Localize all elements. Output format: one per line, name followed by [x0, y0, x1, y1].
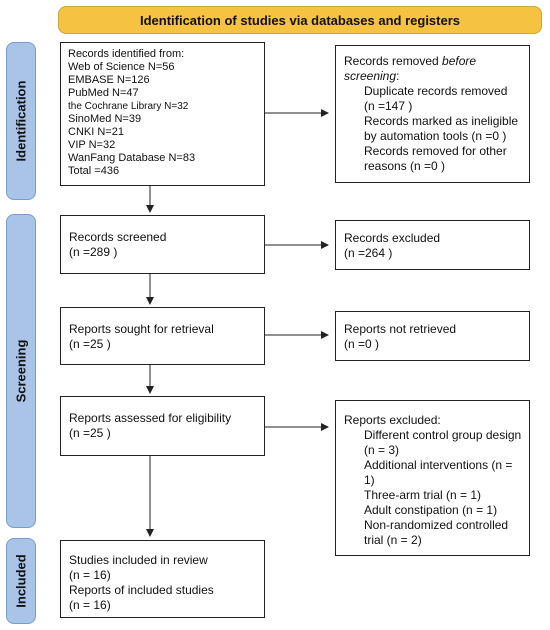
- source-cnki: CNKI N=21: [68, 126, 124, 138]
- removed-duplicate: Duplicate records removed: [364, 84, 508, 98]
- source-cochrane: the Cochrane Library N=32: [68, 101, 189, 112]
- sought-label: Reports sought for retrieval: [69, 322, 214, 336]
- reason-additional-interventions: Additional interventions (n =: [364, 458, 513, 472]
- source-vip: VIP N=32: [68, 139, 116, 151]
- reason-non-randomized-n: trial (n = 2): [364, 533, 422, 547]
- included-studies-n: (n = 16): [69, 568, 111, 582]
- records-identified-box: Records identified from: Web of Science …: [60, 42, 265, 186]
- phase-screening: Screening: [6, 214, 36, 528]
- included-reports-n: (n = 16): [69, 598, 111, 612]
- reason-additional-interventions-n: 1): [364, 473, 375, 487]
- reason-three-arm: Three-arm trial (n = 1): [364, 488, 482, 502]
- reports-sought-box: Reports sought for retrieval (n =25 ): [60, 307, 265, 365]
- removed-automation: Records marked as ineligible: [364, 114, 519, 128]
- source-pubmed: PubMed N=47: [68, 87, 139, 99]
- records-excluded-box: Records excluded (n =264 ): [335, 220, 530, 270]
- reason-control-group-n: (n = 3): [364, 443, 400, 457]
- identified-total: Total =436: [68, 165, 120, 177]
- source-sinomed: SinoMed N=39: [68, 113, 142, 125]
- assessed-n: (n =25 ): [69, 426, 111, 440]
- removed-other-n: reasons (n =0 ): [364, 159, 446, 173]
- reports-excluded-header: Reports excluded:: [344, 413, 441, 427]
- screened-label: Records screened: [69, 230, 167, 244]
- records-removed-box: Records removed before screening: Duplic…: [335, 45, 530, 183]
- removed-title: Records removed before: [344, 54, 477, 68]
- reports-assessed-box: Reports assessed for eligibility (n =25 …: [60, 396, 265, 456]
- removed-other: Records removed for other: [364, 144, 507, 158]
- sought-n: (n =25 ): [69, 337, 111, 351]
- assessed-label: Reports assessed for eligibility: [69, 411, 232, 425]
- not-retrieved-label: Reports not retrieved: [344, 322, 457, 336]
- excluded-label: Records excluded: [344, 231, 441, 245]
- screened-n: (n =289 ): [69, 245, 118, 259]
- banner: Identification of studies via databases …: [58, 6, 542, 34]
- removed-title-cont: screening:: [344, 69, 400, 83]
- source-web-of-science: Web of Science N=56: [68, 61, 175, 73]
- studies-included-box: Studies included in review (n = 16) Repo…: [60, 540, 265, 618]
- excluded-n: (n =264 ): [344, 246, 393, 260]
- source-wanfang: WanFang Database N=83: [68, 152, 196, 164]
- reason-adult-constipation: Adult constipation (n = 1): [364, 503, 498, 517]
- removed-automation-n: by automation tools (n =0 ): [364, 129, 507, 143]
- phase-identification: Identification: [6, 42, 36, 200]
- reports-not-retrieved-box: Reports not retrieved (n =0 ): [335, 311, 530, 361]
- included-studies-label: Studies included in review: [69, 553, 208, 567]
- reason-control-group: Different control group design: [364, 428, 522, 442]
- removed-duplicate-n: (n =147 ): [364, 99, 413, 113]
- records-screened-box: Records screened (n =289 ): [60, 215, 265, 274]
- not-retrieved-n: (n =0 ): [344, 337, 380, 351]
- reports-excluded-box: Reports excluded: Different control grou…: [335, 400, 530, 556]
- included-reports-label: Reports of included studies: [69, 583, 214, 597]
- source-embase: EMBASE N=126: [68, 74, 150, 86]
- reason-non-randomized: Non-randomized controlled: [364, 518, 509, 532]
- phase-included: Included: [6, 538, 36, 624]
- identified-header: Records identified from:: [68, 48, 185, 60]
